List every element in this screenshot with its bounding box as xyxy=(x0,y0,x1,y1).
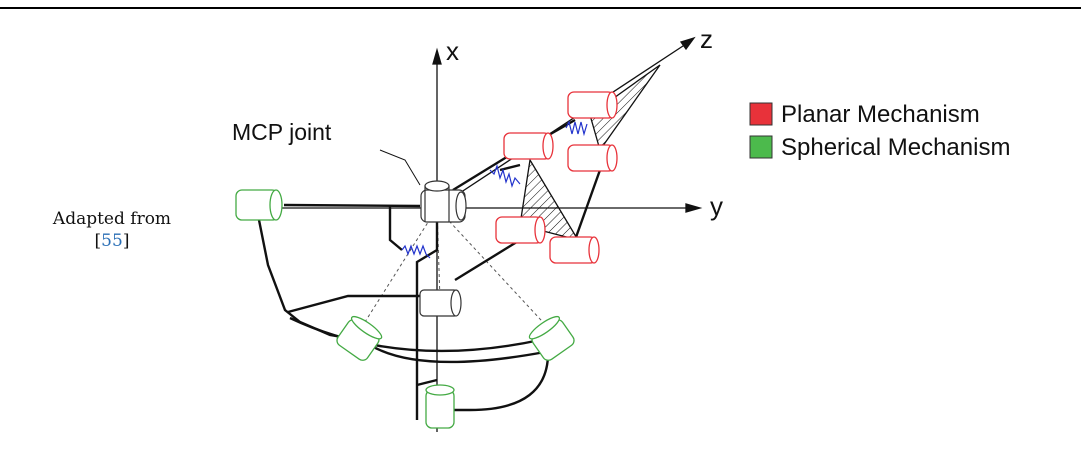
x-axis-arrow xyxy=(432,47,442,65)
legend-item-planar: Planar Mechanism xyxy=(749,101,980,128)
caption-citation: [55] xyxy=(94,231,130,251)
z-axis-arrow xyxy=(679,36,696,51)
spherical-cylinder-2 xyxy=(336,315,383,361)
top-rule xyxy=(0,7,1081,9)
mcp-joint-label: MCP joint xyxy=(232,119,332,145)
citation-link[interactable]: 55 xyxy=(101,231,123,251)
planar-cylinder-3 xyxy=(567,144,618,172)
spherical-swatch xyxy=(749,135,773,159)
planar-cylinder-2 xyxy=(503,132,554,160)
y-axis-arrow xyxy=(685,203,703,213)
caption-line1: Adapted from xyxy=(52,209,172,229)
x-axis-label: x xyxy=(446,36,459,66)
planar-cylinder-1 xyxy=(567,91,618,119)
spherical-cylinder-4 xyxy=(425,384,455,429)
legend: Planar Mechanism Spherical Mechanism xyxy=(749,101,1010,161)
planar-swatch xyxy=(749,102,773,126)
black-cylinder xyxy=(419,289,462,317)
y-axis-label: y xyxy=(710,191,723,221)
legend-item-spherical: Spherical Mechanism xyxy=(749,134,1010,161)
legend-label-planar: Planar Mechanism xyxy=(781,101,980,128)
z-axis-label: z xyxy=(700,24,713,54)
spherical-cylinder-1 xyxy=(235,189,283,221)
linkage xyxy=(256,118,602,420)
springs xyxy=(401,120,588,259)
spherical-cylinders xyxy=(235,189,575,429)
z-axis-line xyxy=(436,43,687,209)
figure-caption: Adapted from [55] xyxy=(22,208,202,252)
legend-label-spherical: Spherical Mechanism xyxy=(781,134,1010,161)
planar-cylinders xyxy=(495,91,618,264)
spherical-axes xyxy=(357,207,554,334)
mcp-leader-line xyxy=(379,149,421,186)
planar-cylinder-4 xyxy=(495,216,546,244)
mcp-joint xyxy=(420,180,467,223)
planar-cylinder-5 xyxy=(549,236,600,264)
spherical-cylinder-3 xyxy=(528,315,575,361)
